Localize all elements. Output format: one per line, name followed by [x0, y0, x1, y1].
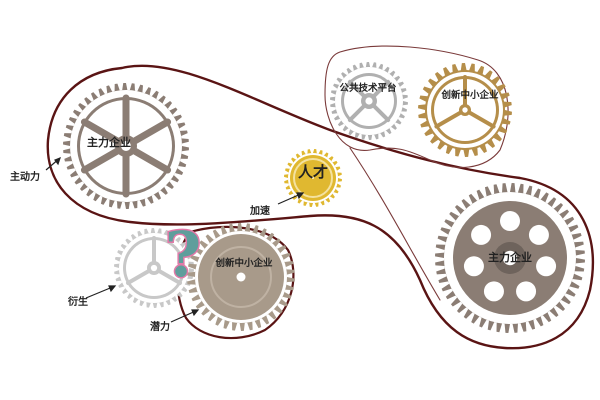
talent-gear-axle [312, 177, 314, 179]
main-left-gear-axle [121, 141, 131, 151]
callout-potential: 潜力 [150, 320, 170, 333]
drive-belts [46, 45, 594, 350]
platform-label: 公共技术平台 [339, 82, 397, 94]
arrow-head-derive [108, 285, 117, 293]
main-right-gear-hole [536, 256, 557, 277]
main-right-gear-hole [463, 256, 484, 277]
innov-top-label: 创新中小企业 [440, 89, 499, 101]
innov-bottom-gear-ring [210, 246, 272, 308]
main-right-gear-hole [500, 211, 520, 231]
platform-gear [330, 62, 408, 140]
innov-bottom-gear-axle [236, 272, 246, 282]
main-right-gear-hole [516, 281, 537, 302]
question-mark-icon: ? [163, 217, 202, 293]
callout-main-force: 主动力 [10, 170, 40, 183]
lower-belt [176, 225, 295, 340]
talent-label: 人才 [298, 163, 328, 181]
talent-gear-ring [293, 158, 333, 198]
derivative-gear [114, 228, 194, 308]
derivative-gear-axle [150, 264, 158, 272]
arrow-head-potential [191, 309, 200, 317]
main-right-gear-axle [502, 250, 518, 266]
innov-bottom-gear [187, 223, 295, 331]
callout-derive: 衍生 [67, 295, 88, 308]
main-right-label: 主力企业 [488, 250, 532, 264]
arrow-head-accelerate [296, 192, 305, 200]
main-left-label: 主力企业 [87, 135, 131, 149]
innov-top-gear-axle [462, 107, 468, 113]
main-right-gear-hole [483, 281, 504, 302]
main-right-gear-hole [528, 224, 549, 245]
callout-arrows [45, 156, 305, 323]
main-right-gear [435, 183, 585, 333]
gears [63, 62, 585, 333]
innov-top-gear [418, 63, 512, 157]
callout-accelerate: 加速 [249, 204, 270, 217]
main-left-gear [63, 83, 189, 209]
platform-gear-axle [365, 97, 373, 105]
main-right-gear-hole [471, 224, 492, 245]
top-belt [324, 45, 509, 168]
cross-belt [349, 147, 441, 301]
innov-bottom-label: 创新中小企业 [214, 257, 273, 269]
question-mark-glyph: ? [165, 218, 201, 291]
arrow-head-main-force [54, 156, 61, 166]
